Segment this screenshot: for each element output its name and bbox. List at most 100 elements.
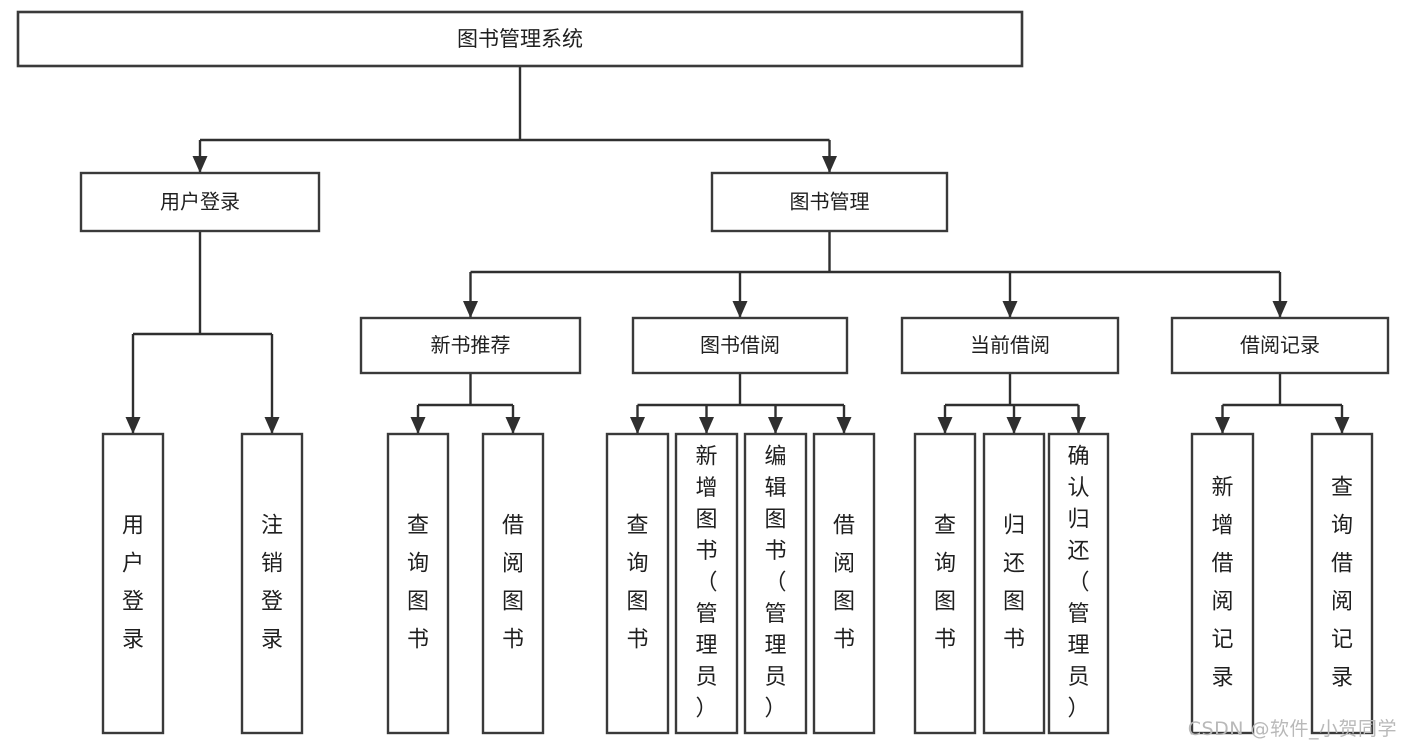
node-book-borrow[interactable]: 图书借阅 (631, 316, 849, 375)
svg-text:查: 查 (1331, 476, 1353, 501)
node-box-leaf-borrow-book-2 (812, 432, 876, 735)
svg-text:辑: 辑 (764, 476, 786, 501)
svg-text:户: 户 (122, 552, 144, 577)
node-box-leaf-query-record (1310, 432, 1374, 735)
node-root[interactable]: 图书管理系统 (16, 10, 1024, 68)
svg-text:理: 理 (695, 633, 717, 658)
node-label-user-login: 用户登录 (160, 190, 240, 214)
svg-text:查: 查 (934, 514, 956, 539)
svg-text:）: ） (695, 696, 717, 721)
svg-text:图: 图 (695, 508, 717, 533)
node-current-borrow[interactable]: 当前借阅 (900, 316, 1120, 375)
svg-text:管: 管 (1067, 602, 1089, 627)
svg-text:借: 借 (833, 514, 855, 539)
svg-text:询: 询 (1331, 514, 1353, 539)
svg-text:归: 归 (1067, 508, 1089, 533)
node-new-book-rec[interactable]: 新书推荐 (359, 316, 582, 375)
userlogin-to-leaves-arrow-leaf-user-login (125, 417, 141, 434)
svg-text:书: 书 (934, 628, 956, 653)
node-box-book-borrow (631, 316, 849, 375)
svg-text:记: 记 (1211, 628, 1233, 653)
book-borrow-to-leaves-arrow-leaf-edit-book (768, 417, 783, 434)
svg-text:）: ） (1067, 696, 1089, 721)
connectors-layer (125, 66, 1350, 434)
svg-text:（: （ (1067, 571, 1089, 596)
node-box-leaf-user-logout (240, 432, 304, 735)
svg-text:借: 借 (1331, 552, 1353, 577)
svg-text:阅: 阅 (502, 552, 524, 577)
node-box-leaf-add-book (674, 432, 739, 735)
node-book-manage[interactable]: 图书管理 (710, 171, 949, 233)
node-label-root: 图书管理系统 (457, 27, 583, 51)
svg-text:登: 登 (261, 590, 283, 615)
node-box-leaf-edit-book (743, 432, 808, 735)
node-borrow-record[interactable]: 借阅记录 (1170, 316, 1390, 375)
node-box-leaf-confirm-return (1047, 432, 1110, 735)
node-box-root (16, 10, 1024, 68)
svg-text:阅: 阅 (1331, 590, 1353, 615)
current-borrow-to-leaves-arrow-leaf-return-book (1006, 417, 1022, 434)
svg-text:理: 理 (1067, 633, 1089, 658)
svg-text:询: 询 (626, 552, 648, 577)
svg-text:还: 还 (1003, 552, 1025, 577)
svg-text:查: 查 (407, 514, 429, 539)
svg-text:员: 员 (695, 665, 717, 690)
svg-text:阅: 阅 (833, 552, 855, 577)
borrow-record-to-leaves-arrow-leaf-query-record (1334, 417, 1350, 434)
node-box-leaf-user-login (101, 432, 165, 735)
node-box-borrow-record (1170, 316, 1390, 375)
node-box-book-manage (710, 171, 949, 233)
svg-text:（: （ (764, 571, 786, 596)
svg-text:管: 管 (695, 602, 717, 627)
root-to-level1-arrow-book-manage (822, 156, 837, 173)
svg-text:书: 书 (764, 539, 786, 564)
bookmanage-to-level2-arrow-borrow-record (1272, 301, 1288, 318)
svg-text:书: 书 (502, 628, 524, 653)
svg-text:归: 归 (1003, 514, 1025, 539)
svg-text:用: 用 (122, 514, 144, 539)
node-user-login[interactable]: 用户登录 (79, 171, 321, 233)
svg-text:图: 图 (934, 590, 956, 615)
new-book-rec-to-leaves-arrow-leaf-query-book-1 (410, 417, 426, 434)
node-box-current-borrow (900, 316, 1120, 375)
node-box-new-book-rec (359, 316, 582, 375)
svg-text:新: 新 (695, 445, 717, 470)
node-box-user-login (79, 171, 321, 233)
node-label-book-manage: 图书管理 (790, 190, 870, 214)
book-borrow-to-leaves-arrow-leaf-borrow-book-2 (836, 417, 852, 434)
svg-text:员: 员 (1067, 665, 1089, 690)
svg-text:增: 增 (695, 476, 717, 501)
svg-text:借: 借 (502, 514, 524, 539)
nodes-layer: 图书管理系统用户登录图书管理新书推荐图书借阅当前借阅借阅记录用户登录注销登录查询… (16, 10, 1390, 735)
svg-text:新: 新 (1211, 476, 1233, 501)
node-leaf-user-login[interactable]: 用户登录 (101, 432, 165, 735)
svg-text:阅: 阅 (1211, 590, 1233, 615)
current-borrow-to-leaves-arrow-leaf-query-book-3 (937, 417, 953, 434)
svg-text:）: ） (764, 696, 786, 721)
svg-text:图: 图 (833, 590, 855, 615)
svg-text:记: 记 (1331, 628, 1353, 653)
svg-text:图: 图 (764, 508, 786, 533)
